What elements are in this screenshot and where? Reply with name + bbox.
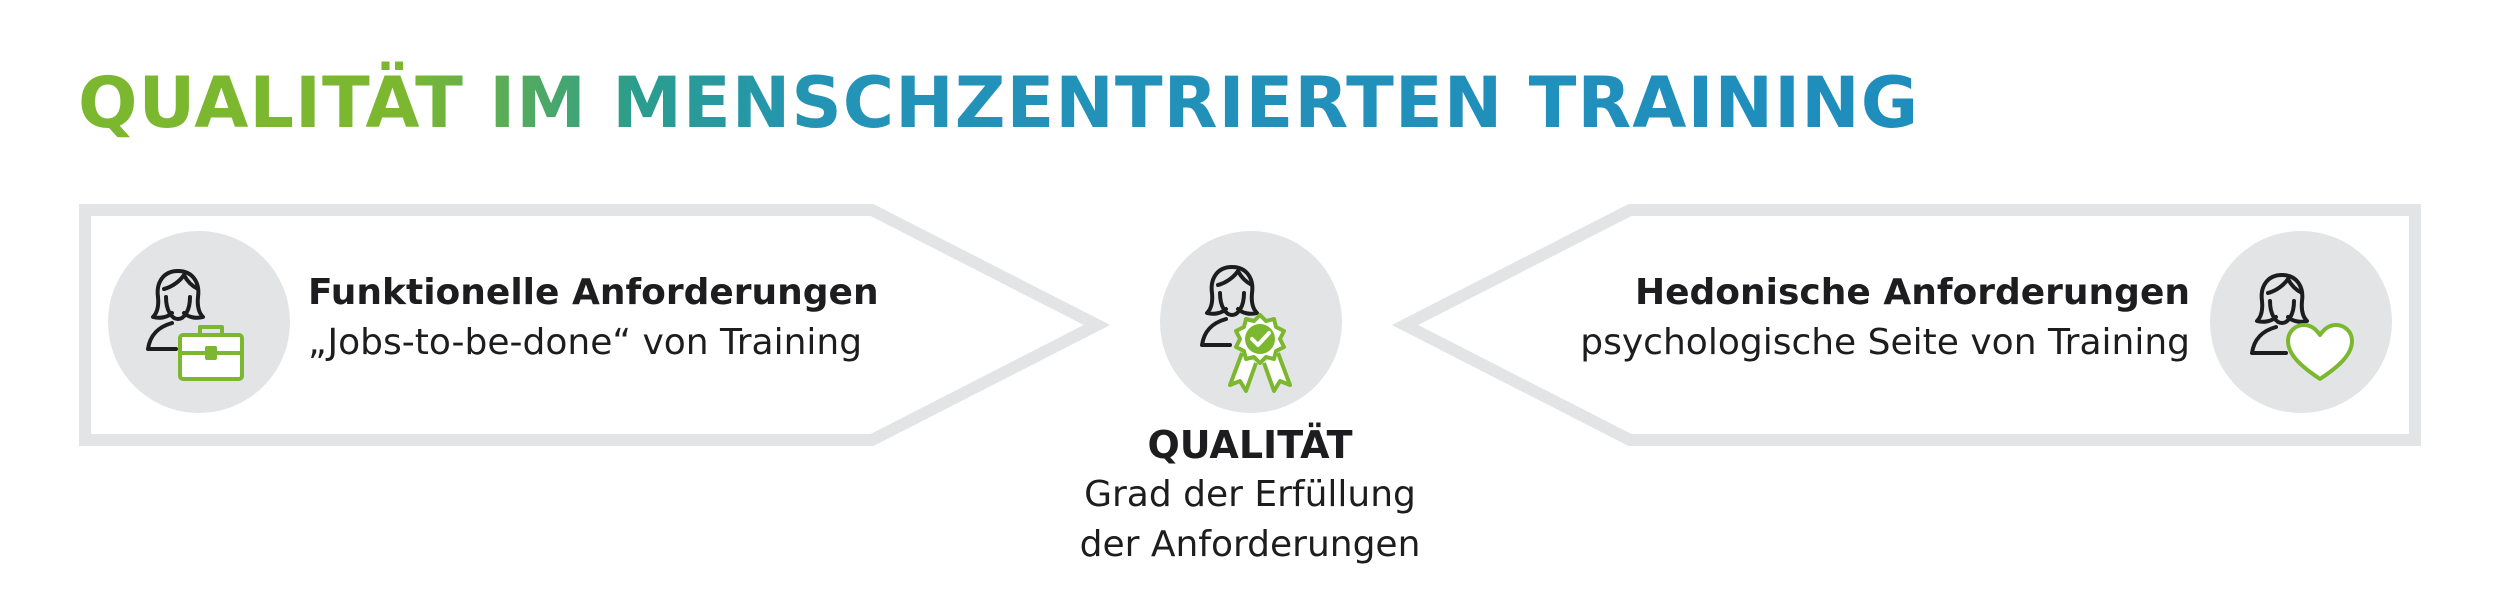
functional-requirements-block: Funktionelle Anforderungen „Jobs-to-be-d… [308,268,879,368]
functional-requirements-heading: Funktionelle Anforderungen [308,272,879,313]
center-icon-circle [1160,231,1342,413]
quality-block: QUALITÄT Grad der Erfüllung der Anforder… [1030,420,1470,570]
hedonic-requirements-block: Hedonische Anforderungen psychologische … [1580,268,2190,368]
person-briefcase-icon [146,269,244,381]
quality-heading: QUALITÄT [1147,423,1353,467]
person-heart-icon [2250,273,2354,381]
quality-line-2: der Anforderungen [1079,524,1421,565]
left-icon-circle [108,231,290,413]
person-award-icon [1200,265,1292,393]
hedonic-requirements-heading: Hedonische Anforderungen [1634,272,2190,313]
right-arrow-frame [1391,204,2421,446]
quality-line-1: Grad der Erfüllung [1084,474,1416,515]
functional-requirements-subtitle: „Jobs-to-be-done“ von Training [308,322,863,363]
left-arrow-frame [79,204,1111,446]
right-icon-circle [2210,231,2392,413]
page-title: QUALITÄT IM MENSCHZENTRIERTEN TRAINING [78,58,1919,148]
hedonic-requirements-subtitle: psychologische Seite von Training [1580,322,2190,363]
